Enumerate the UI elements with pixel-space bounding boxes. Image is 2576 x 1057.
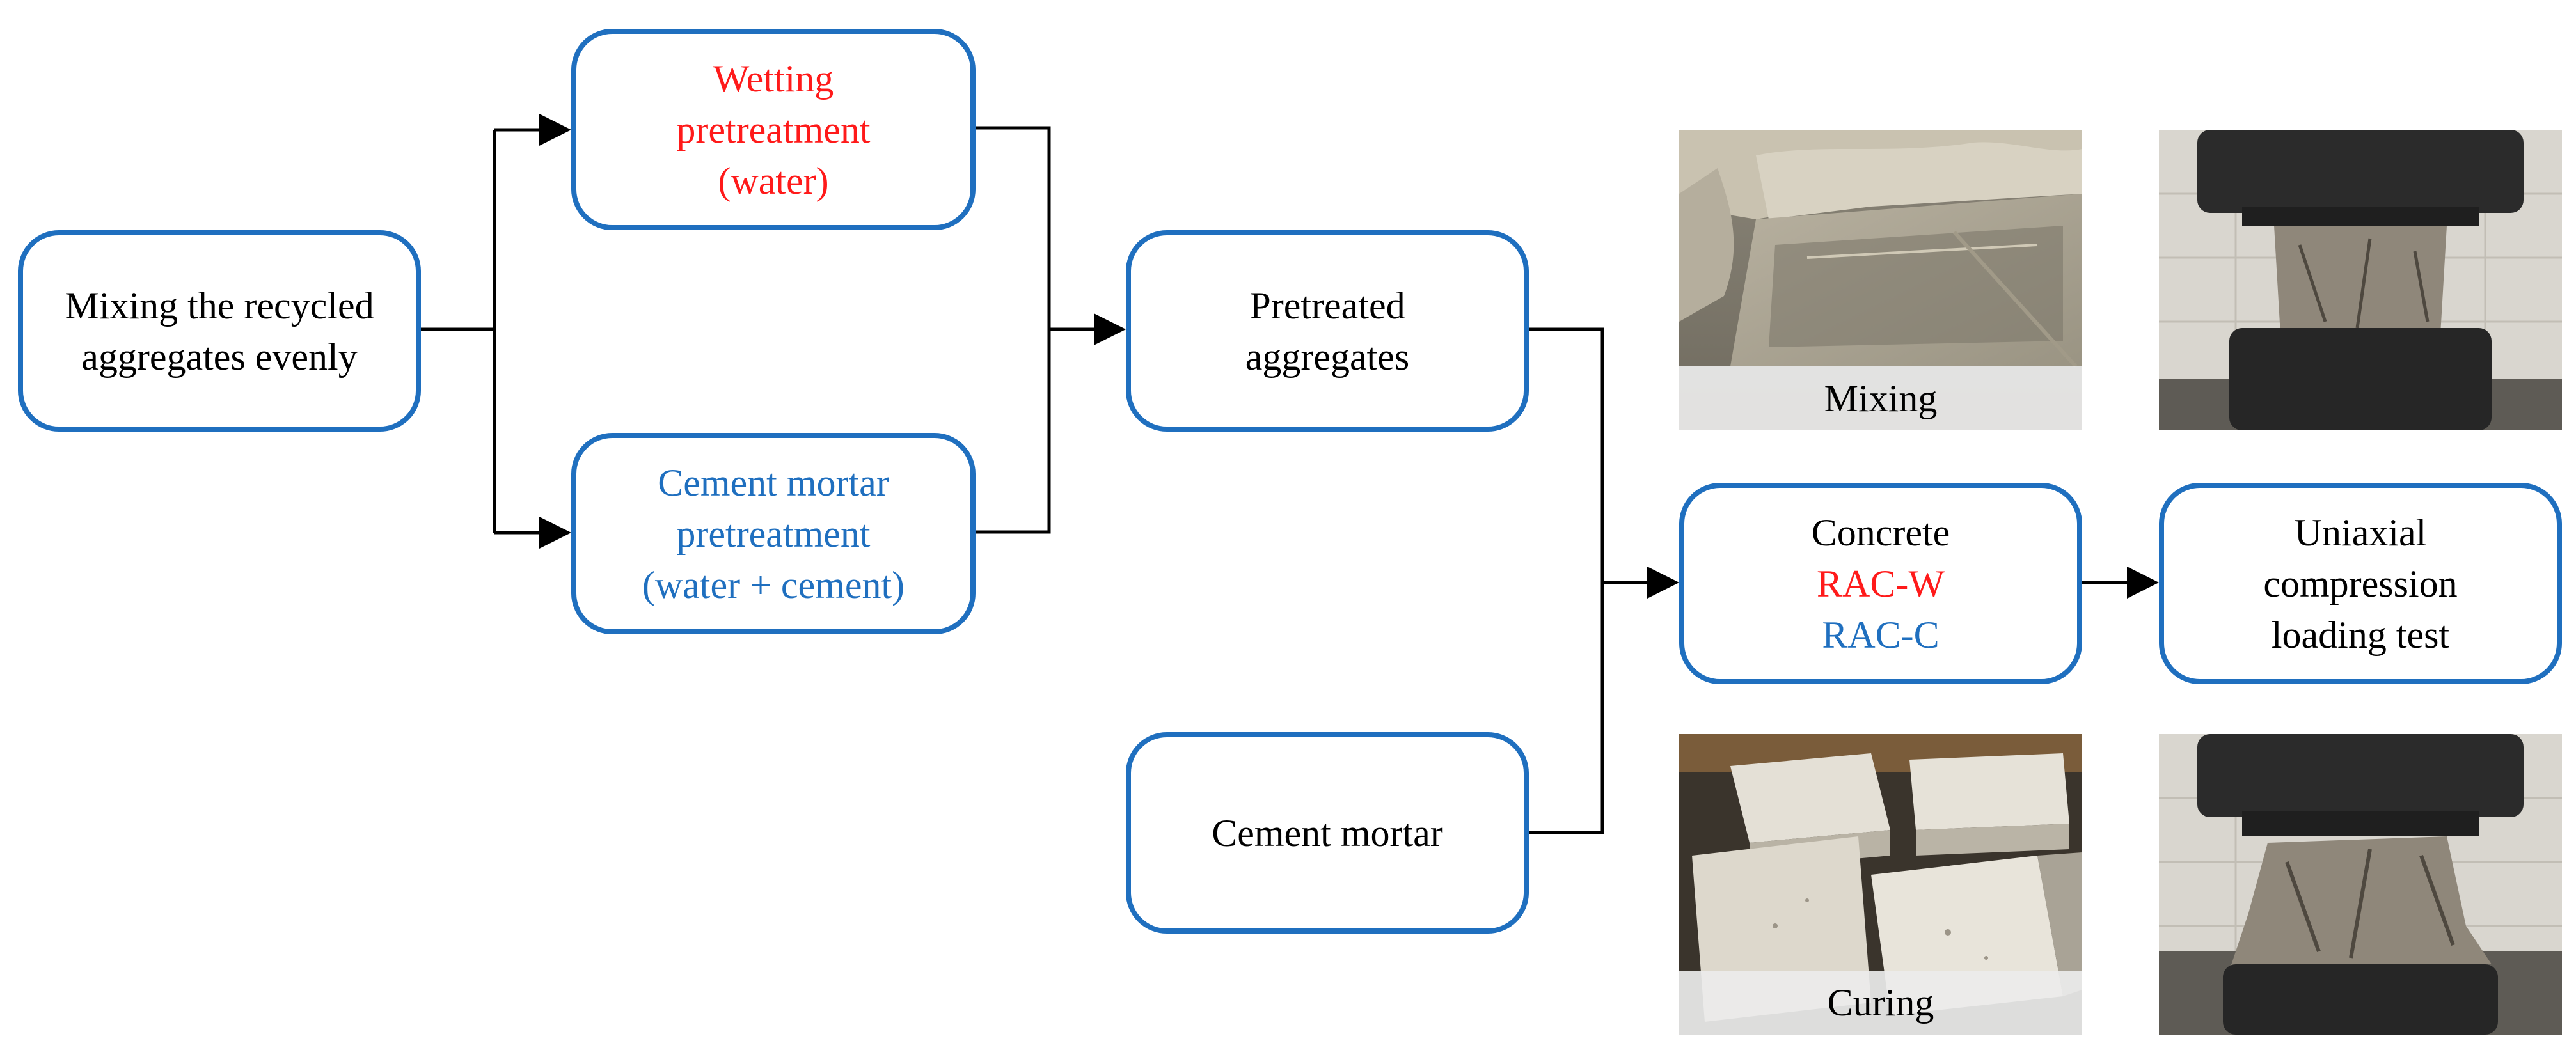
box-text: Uniaxial — [2294, 511, 2427, 554]
box-text: Wetting — [713, 57, 834, 100]
box-text: pretreatment — [676, 108, 871, 151]
box-text: (water + cement) — [642, 563, 905, 606]
box-cement-mortar-pretreatment: Cement mortar pretreatment (water + ceme… — [571, 433, 976, 634]
box-text: loading test — [2271, 613, 2450, 656]
curing-photo: Curing — [1679, 734, 2082, 1035]
box-text: Cement mortar — [1212, 811, 1443, 854]
box-text: Cement mortar — [658, 461, 889, 504]
box-pretreated-aggregates: Pretreated aggregates — [1126, 230, 1529, 432]
curing-caption: Curing — [1679, 971, 2082, 1035]
box-mixing-aggregates: Mixing the recycled aggregates evenly — [18, 230, 421, 432]
press-photo-top — [2159, 130, 2562, 430]
mixing-caption: Mixing — [1679, 366, 2082, 430]
box-text: aggregates — [1245, 335, 1410, 378]
box-text: Pretreated — [1249, 284, 1405, 327]
box-wetting-pretreatment: Wetting pretreatment (water) — [571, 29, 976, 230]
failed-specimen-photo — [2159, 734, 2562, 1035]
box-text: pretreatment — [676, 512, 871, 555]
box-text: (water) — [718, 159, 829, 202]
box-text: Mixing the recycled — [65, 284, 374, 327]
rac-w-label: RAC-W — [1817, 562, 1945, 605]
concrete-label: Concrete — [1811, 511, 1950, 554]
rac-c-label: RAC-C — [1822, 613, 1940, 656]
connector-to-concrete — [1529, 327, 1604, 834]
press-photo-bottom — [2159, 734, 2562, 1035]
box-text: aggregates evenly — [81, 335, 358, 378]
box-text: compression — [2263, 562, 2458, 605]
mixing-photo: Mixing — [1679, 130, 2082, 430]
compression-press-photo — [2159, 130, 2562, 430]
box-uniaxial-test: Uniaxial compression loading test — [2159, 483, 2562, 684]
connector-merge — [976, 126, 1051, 534]
box-cement-mortar: Cement mortar — [1126, 732, 1529, 934]
box-concrete: Concrete RAC-W RAC-C — [1679, 483, 2082, 684]
